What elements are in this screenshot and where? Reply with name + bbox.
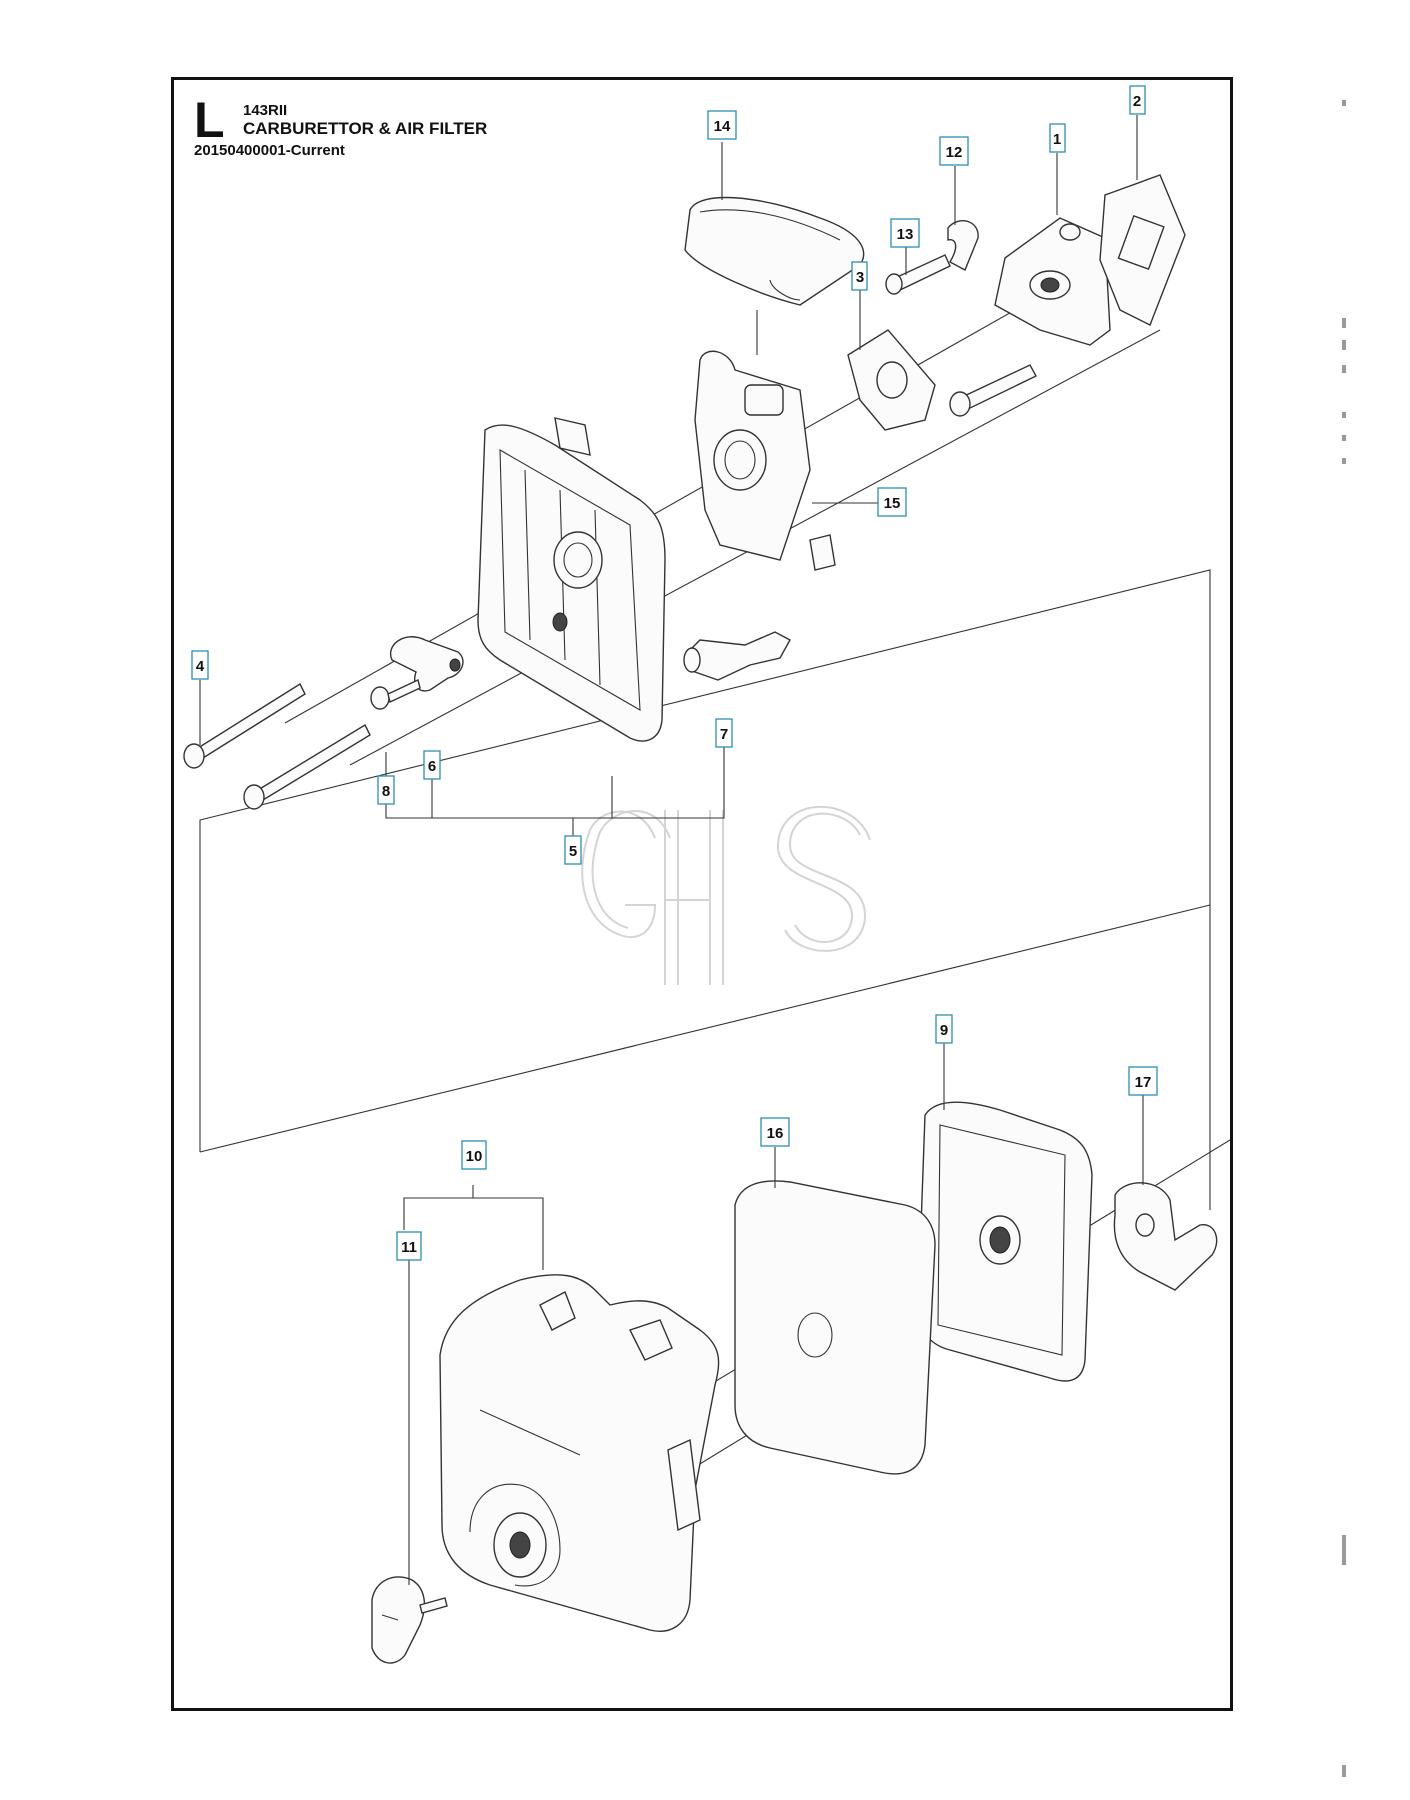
part-9-filter-frame xyxy=(917,1101,1093,1382)
callout-4[interactable]: 4 xyxy=(191,650,209,680)
callout-9[interactable]: 9 xyxy=(935,1014,953,1044)
part-1-flange xyxy=(994,217,1111,346)
watermark xyxy=(581,805,871,985)
edge-mark xyxy=(1342,318,1346,328)
edge-mark xyxy=(1342,458,1346,464)
callout-1[interactable]: 1 xyxy=(1049,123,1066,153)
serial-range: 20150400001-Current xyxy=(194,142,345,159)
svg-text:2: 2 xyxy=(1133,93,1141,110)
callout-11[interactable]: 11 xyxy=(396,1231,422,1261)
svg-text:15: 15 xyxy=(884,495,901,512)
callout-5[interactable]: 5 xyxy=(564,835,582,865)
svg-text:1: 1 xyxy=(1053,131,1061,148)
model-number: 143RII xyxy=(243,102,288,119)
svg-text:9: 9 xyxy=(940,1022,948,1039)
diagram-title: CARBURETTOR & AIR FILTER xyxy=(243,119,488,138)
callout-3[interactable]: 3 xyxy=(851,261,868,291)
part-4-bolts xyxy=(183,682,371,810)
part-2-gasket xyxy=(1099,174,1186,326)
callout-2[interactable]: 2 xyxy=(1129,85,1146,115)
part-13-bolts xyxy=(885,254,1037,417)
edge-mark xyxy=(1342,100,1346,106)
callout-12[interactable]: 12 xyxy=(939,136,969,166)
svg-text:11: 11 xyxy=(401,1239,417,1256)
edge-mark xyxy=(1342,412,1346,418)
edge-mark xyxy=(1342,435,1346,441)
edge-mark xyxy=(1342,1535,1346,1565)
callout-6[interactable]: 6 xyxy=(423,750,441,780)
callout-13[interactable]: 13 xyxy=(890,218,920,248)
part-16-foam-filter xyxy=(734,1180,936,1475)
part-15-carburettor xyxy=(694,350,836,571)
callout-16[interactable]: 16 xyxy=(760,1117,790,1147)
svg-text:10: 10 xyxy=(466,1148,483,1165)
svg-text:13: 13 xyxy=(897,226,914,243)
part-6-choke xyxy=(389,636,464,692)
callout-7[interactable]: 7 xyxy=(715,718,733,748)
edge-mark xyxy=(1342,340,1346,350)
part-11-knob xyxy=(371,1576,448,1664)
part-7-lever xyxy=(683,631,791,681)
edge-mark xyxy=(1342,365,1346,373)
svg-text:14: 14 xyxy=(714,118,731,135)
svg-text:5: 5 xyxy=(569,843,577,860)
edge-mark xyxy=(1342,1765,1346,1777)
part-12-clip xyxy=(947,220,979,271)
callout-17[interactable]: 17 xyxy=(1128,1066,1158,1096)
svg-text:8: 8 xyxy=(382,783,390,800)
part-8-screw xyxy=(370,679,421,710)
svg-text:6: 6 xyxy=(428,758,436,775)
callout-14[interactable]: 14 xyxy=(707,110,737,140)
part-10-filter-cover xyxy=(439,1274,720,1632)
svg-text:4: 4 xyxy=(196,658,205,675)
callouts: 1 2 3 4 5 6 7 8 9 10 11 12 13 14 15 16 1… xyxy=(191,85,1158,1261)
callout-10[interactable]: 10 xyxy=(461,1140,487,1170)
part-3-gasket xyxy=(847,329,936,431)
callout-8[interactable]: 8 xyxy=(377,775,395,805)
diagram-frame xyxy=(171,77,1233,1711)
callout-15[interactable]: 15 xyxy=(877,487,907,517)
svg-text:12: 12 xyxy=(946,144,963,161)
section-letter: L xyxy=(194,92,225,148)
part-5-filter-base xyxy=(477,417,666,742)
svg-text:3: 3 xyxy=(856,269,864,286)
svg-text:7: 7 xyxy=(720,726,728,743)
part-14-cover xyxy=(684,196,865,306)
svg-text:16: 16 xyxy=(767,1125,784,1142)
leader-lines xyxy=(199,115,1144,1585)
part-17-bracket xyxy=(1113,1182,1218,1291)
svg-text:17: 17 xyxy=(1135,1074,1152,1091)
